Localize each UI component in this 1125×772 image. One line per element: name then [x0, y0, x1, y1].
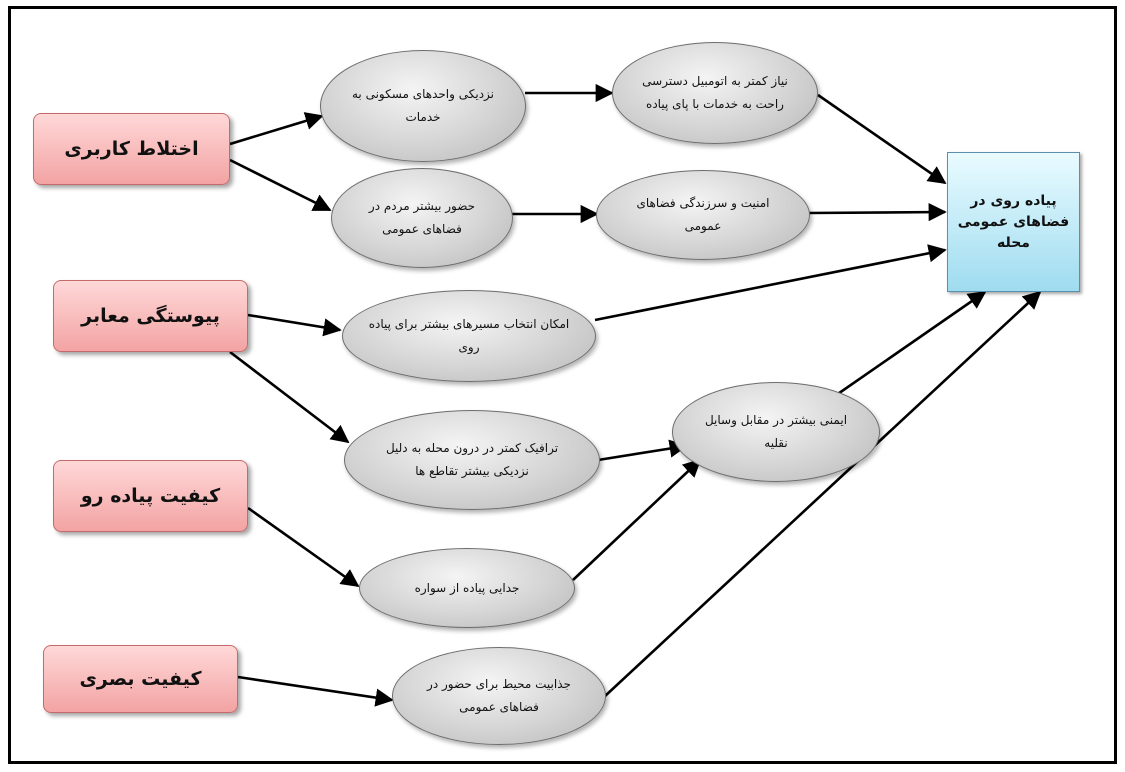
- arrow-e5-e9: [572, 458, 702, 581]
- mediator-less-traffic: ترافیک کمتر در درون محله به دلیل نزدیکی …: [344, 410, 600, 510]
- arrow-e4-e9: [597, 439, 688, 462]
- arrow-e8-t1: [807, 203, 947, 222]
- mediator-more-people-public-spaces: حضور بیشتر مردم در فضاهای عمومی: [331, 168, 513, 268]
- arrow-e6-t1: [603, 290, 1042, 698]
- arrow-f1-e2: [229, 158, 332, 212]
- arrow-f3-e5: [247, 506, 360, 588]
- arrow-e3-t1: [594, 244, 947, 322]
- factor-street-connectivity: پیوستگی معابر: [53, 280, 248, 352]
- arrow-f1-e1: [229, 112, 324, 146]
- arrow-f2-e4: [229, 350, 350, 444]
- mediator-less-car-dependence: نیاز کمتر به اتومبیل دسترسی راحت به خدما…: [612, 42, 818, 144]
- mediator-safety-vitality: امنیت و سرزندگی فضاهای عمومی: [596, 170, 810, 260]
- factor-visual-quality: کیفیت بصری: [43, 645, 238, 713]
- mediator-route-choice: امکان انتخاب مسیرهای بیشتر برای پیاده رو…: [342, 290, 596, 382]
- outcome-walking-public-spaces: پیاده روی در فضاهای عمومی محله: [947, 152, 1080, 292]
- factor-sidewalk-quality: کیفیت پیاده رو: [53, 460, 248, 532]
- mediator-proximity-to-services: نزدیکی واحدهای مسکونی به خدمات: [320, 50, 526, 162]
- arrow-e7-t1: [817, 93, 947, 185]
- arrow-e9-t1: [831, 290, 987, 400]
- factor-land-use-mix: اختلاط کاربری: [33, 113, 230, 185]
- mediator-traffic-safety: ایمنی بیشتر در مقابل وسایل نقلیه: [672, 382, 880, 482]
- arrow-f2-e3: [247, 313, 342, 337]
- mediator-environment-attraction: جذابیت محیط برای حضور در فضاهای عمومی: [392, 647, 606, 745]
- mediator-pedestrian-separation: جدایی پیاده از سواره: [359, 548, 575, 628]
- arrow-f4-e6: [237, 675, 394, 707]
